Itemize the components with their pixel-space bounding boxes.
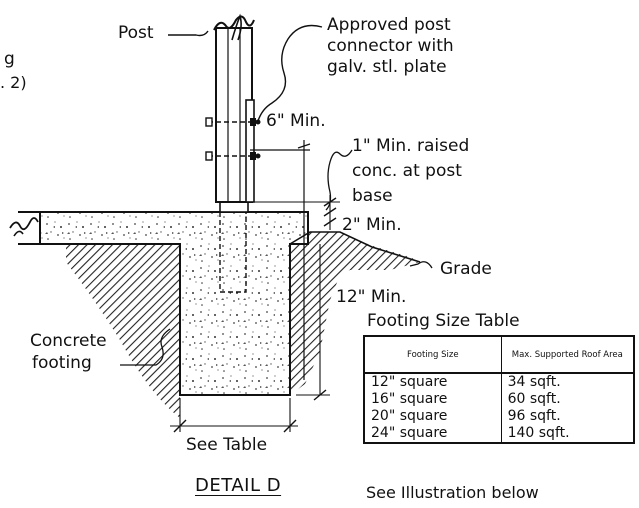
table-row: 20" square 96 sqft. — [364, 408, 634, 425]
see-illustration-note: See Illustration below — [366, 483, 539, 502]
partial-label-bottom: . 2) — [0, 73, 27, 92]
two-inch-min-label: 2" Min. — [342, 215, 402, 235]
bolt-lower — [205, 151, 261, 161]
break-line — [9, 217, 39, 231]
earth-hatching-right — [290, 232, 420, 395]
footing-size-table: Footing Size Max. Supported Roof Area 12… — [363, 335, 635, 444]
table-header-footing-size: Footing Size — [363, 335, 502, 374]
table-row: 12" square 34 sqft. — [364, 373, 634, 391]
grade-label: Grade — [440, 259, 492, 279]
table-row: 24" square 140 sqft. — [364, 425, 634, 443]
raised-label-line1: 1" Min. raised — [352, 136, 470, 156]
table-cell-size: 16" square — [371, 391, 448, 407]
connector-plate — [245, 99, 255, 203]
table-cell-size: 12" square — [371, 374, 448, 390]
grade-line — [289, 231, 421, 263]
six-inch-min-label: 6" Min. — [266, 111, 326, 131]
table-row: 16" square 60 sqft. — [364, 391, 634, 408]
partial-label-top: g — [4, 49, 15, 69]
footing-table-title: Footing Size Table — [367, 311, 520, 331]
earth-hatching — [66, 244, 180, 418]
raised-label-line3: base — [352, 186, 393, 206]
post-label: Post — [118, 23, 154, 43]
table-cell-area: 140 sqft. — [500, 425, 634, 443]
bolt-upper — [205, 117, 261, 127]
table-header-row: Footing Size Max. Supported Roof Area — [363, 335, 635, 374]
table-cell-area: 96 sqft. — [500, 408, 634, 425]
table-cell-area: 34 sqft. — [500, 373, 634, 391]
concrete-footing-label-line1: Concrete — [30, 331, 107, 351]
table-cell-area: 60 sqft. — [500, 391, 634, 408]
connector-label-line1: Approved post — [327, 15, 451, 35]
table-cell-size: 24" square — [371, 425, 448, 441]
twelve-inch-min-label: 12" Min. — [336, 287, 407, 307]
detail-title: DETAIL D — [195, 475, 282, 496]
concrete-footing-label-line2: footing — [32, 353, 92, 373]
connector-label-line3: galv. stl. plate — [327, 57, 447, 77]
table-header-roof-area: Max. Supported Roof Area — [500, 335, 635, 374]
raised-label-line2: conc. at post — [352, 161, 462, 181]
connector-label-line2: connector with — [327, 36, 454, 56]
table-cell-size: 20" square — [371, 408, 448, 424]
see-table-label: See Table — [186, 435, 268, 455]
